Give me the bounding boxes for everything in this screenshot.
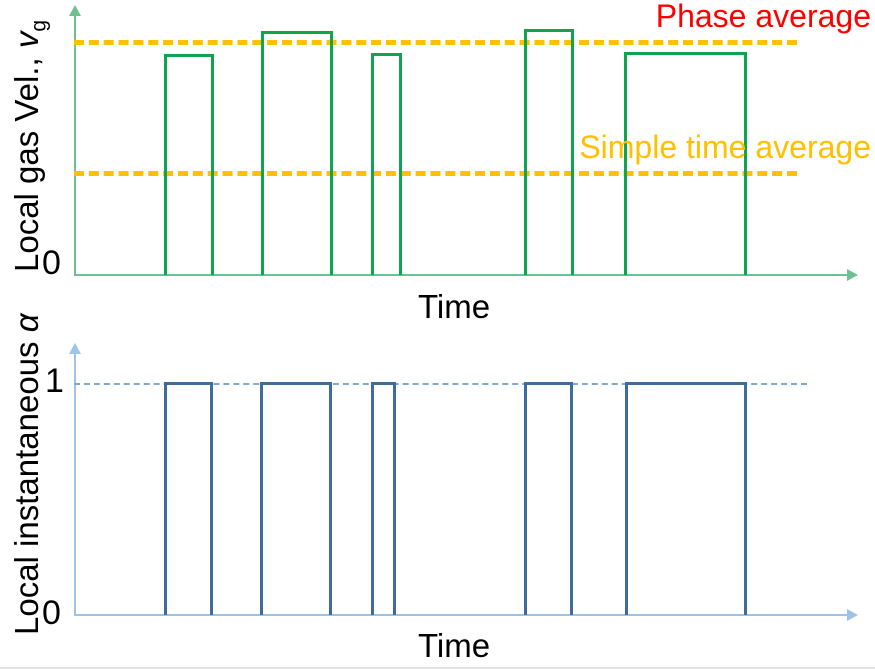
y-tick-label-zero-alpha: 0: [42, 594, 61, 632]
gas-pulse-1: [164, 54, 214, 275]
x-axis-label-alpha: Time: [418, 627, 491, 664]
alpha-pulse-1: [164, 382, 213, 615]
simple-time-average-line: [74, 171, 797, 176]
alpha-pulse-3: [371, 382, 396, 615]
gas-pulse-4: [524, 29, 574, 275]
gas-pulse-5: [624, 52, 747, 275]
panel-local-gas-velocity: Local gas Vel., vg 0 Phase average Simpl…: [0, 0, 875, 330]
x-axis-arrow-gas: [847, 269, 858, 281]
y-axis-arrow-gas: [69, 5, 81, 16]
alpha-pulse-2: [260, 382, 332, 615]
y-tick-label-one-alpha: 1: [45, 362, 64, 400]
figure-bottom-divider: [0, 667, 875, 669]
y-axis-line-alpha: [74, 354, 76, 616]
x-axis-line-gas: [74, 274, 849, 276]
axes-gas-velocity: [0, 0, 875, 330]
x-axis-arrow-alpha: [847, 609, 858, 621]
y-tick-label-zero-gas: 0: [42, 244, 61, 282]
axes-alpha: [0, 330, 875, 669]
alpha-pulse-4: [524, 382, 573, 615]
x-axis-label-gas: Time: [418, 288, 491, 325]
panel-local-instantaneous-alpha: Local instantaneous α 1 0 Time: [0, 313, 875, 669]
phase-average-line: [74, 40, 797, 45]
phase-average-label: Phase average: [655, 0, 871, 34]
y-axis-line-gas: [74, 16, 76, 276]
simple-time-average-label: Simple time average: [579, 129, 871, 165]
gas-pulse-3: [371, 53, 402, 275]
gas-pulse-2: [261, 31, 333, 275]
x-axis-line-alpha: [74, 614, 849, 616]
y-axis-arrow-alpha: [69, 343, 81, 354]
alpha-unity-line: [74, 383, 807, 385]
alpha-pulse-5: [625, 382, 747, 615]
